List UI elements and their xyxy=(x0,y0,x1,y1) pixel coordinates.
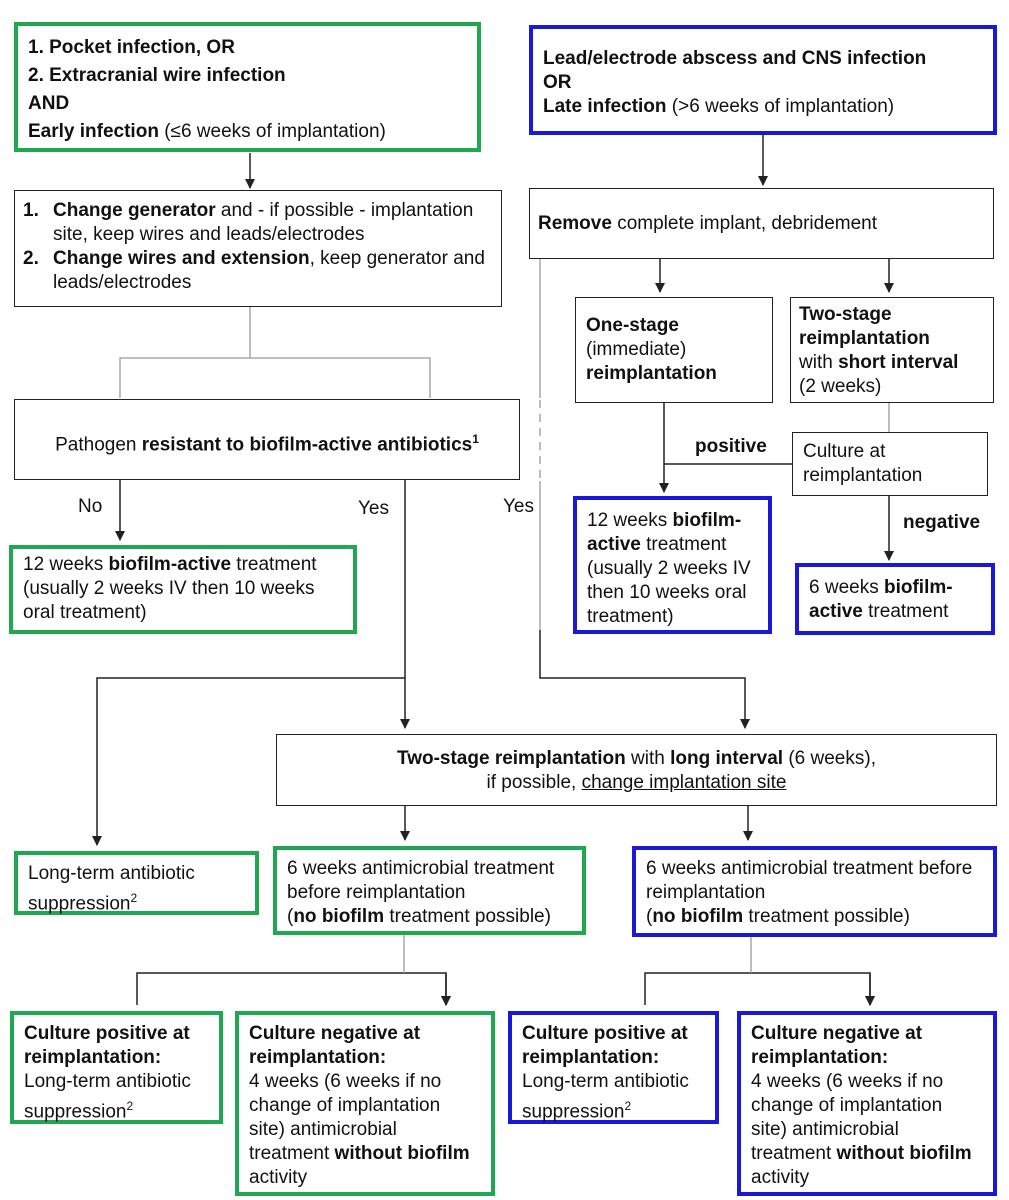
anti-green-bold: no biofilm xyxy=(293,906,385,927)
anti-blue-line1: 6 weeks antimicrobial treatment before r… xyxy=(646,858,973,903)
gray-line-change-to-pathogen xyxy=(119,307,251,398)
pathogen-bold: resistant to biofilm-active antibiotics xyxy=(141,434,473,456)
tw-green-pre: 12 weeks xyxy=(23,554,109,575)
six-weeks-antimicrobial-blue-box: 6 weeks antimicrobial treatment before r… xyxy=(632,846,997,937)
neg-green-bold2: without biofilm xyxy=(334,1143,470,1164)
two-stage-short-bold2: short interval xyxy=(838,352,959,373)
early-line1: 1. Pocket infection, OR xyxy=(28,37,235,58)
neg-green-post: activity xyxy=(249,1167,308,1188)
pathogen-footnote: 1 xyxy=(472,432,479,446)
late-line2: OR xyxy=(543,72,572,93)
neg-blue-bold: Culture negative at reimplantation: xyxy=(751,1023,923,1068)
culture-negative-green-box: Culture negative at reimplantation: 4 we… xyxy=(235,1011,495,1196)
two-stage-short-bold1: Two-stage reimplantation xyxy=(799,304,930,349)
change-item2-rest: , keep generator and leads/electrodes xyxy=(53,248,485,293)
tw-blue-pre: 12 weeks xyxy=(587,510,673,531)
late-line3-bold: Late infection xyxy=(543,96,667,117)
twelve-weeks-biofilm-green-box: 12 weeks biofilm-active treatment (usual… xyxy=(9,545,357,634)
anti-blue-close: treatment possible) xyxy=(743,906,910,927)
tw-blue-post: treatment (usually 2 weeks IV then 10 we… xyxy=(587,534,751,627)
label-yes-2: Yes xyxy=(503,496,534,517)
label-negative: negative xyxy=(903,512,981,533)
culture-negative-blue-box: Culture negative at reimplantation: 4 we… xyxy=(737,1011,997,1196)
two-stage-long-mid: with xyxy=(625,748,671,769)
two-stage-long-post: (6 weeks), xyxy=(783,748,876,769)
suppression-footnote: 2 xyxy=(130,891,138,905)
neg-blue-post: activity xyxy=(751,1167,810,1188)
change-item1-rest: and - if possible - implantation site, k… xyxy=(53,200,474,245)
culture-positive-green-box: Culture positive at reimplantation: Long… xyxy=(10,1011,223,1124)
early-line4-rest: (≤6 weeks of implantation) xyxy=(158,121,386,142)
tw-green-post: treatment (usually 2 weeks IV then 10 we… xyxy=(23,554,317,623)
change-item2-bold: Change wires and extension xyxy=(53,248,310,269)
two-stage-long-bold1: Two-stage reimplantation xyxy=(397,748,626,769)
two-stage-long-bold2: long interval xyxy=(670,748,784,769)
neg-blue-text: 4 weeks (6 weeks if no change of implant… xyxy=(751,1071,944,1164)
late-infection-box: Lead/electrode abscess and CNS infection… xyxy=(529,25,997,135)
pos-green-footnote: 2 xyxy=(126,1099,134,1113)
label-yes-1: Yes xyxy=(358,498,389,519)
six-weeks-biofilm-blue-box: 6 weeks biofilm-active treatment xyxy=(795,563,995,635)
arrow-green-6w-split xyxy=(136,972,451,1006)
anti-green-close: treatment possible) xyxy=(384,906,551,927)
label-no: No xyxy=(78,496,103,517)
pathogen-pre: Pathogen xyxy=(55,434,142,456)
tw-green-bold: biofilm-active xyxy=(108,554,232,575)
change-item1-num: 1. xyxy=(23,200,39,221)
two-stage-long-line2-underline: change implantation site xyxy=(581,772,787,793)
two-stage-short-pre: with xyxy=(799,352,839,373)
suppression-text: Long-term antibiotic suppression xyxy=(28,863,195,915)
culture-positive-blue-box: Culture positive at reimplantation: Long… xyxy=(508,1011,719,1124)
gray-line-change-to-pathogen-right xyxy=(250,357,431,398)
anti-blue-open: ( xyxy=(646,906,653,927)
pos-green-text: Long-term antibiotic suppression xyxy=(24,1071,191,1123)
culture-reimplantation-box: Culture at reimplantation xyxy=(792,432,988,496)
two-stage-short-post: (2 weeks) xyxy=(799,376,882,397)
one-stage-mid: (immediate) xyxy=(586,339,687,360)
anti-blue-bold: no biofilm xyxy=(652,906,744,927)
remove-rest: complete implant, debridement xyxy=(611,213,878,234)
arrow-blue-6w-split xyxy=(644,972,875,1006)
label-positive: positive xyxy=(695,436,767,457)
remove-implant-box: Remove complete implant, debridement xyxy=(529,188,994,259)
one-stage-bold1: One-stage xyxy=(586,315,679,336)
neg-blue-bold2: without biofilm xyxy=(836,1143,972,1164)
two-stage-short-box: Two-stage reimplantation with short inte… xyxy=(790,297,994,403)
early-infection-box: 1. Pocket infection, OR 2. Extracranial … xyxy=(14,22,481,152)
one-stage-box: One-stage (immediate) reimplantation xyxy=(575,297,773,403)
change-item2-num: 2. xyxy=(23,248,39,269)
neg-green-text: 4 weeks (6 weeks if no change of implant… xyxy=(249,1071,442,1164)
six-weeks-antimicrobial-green-box: 6 weeks antimicrobial treatment before r… xyxy=(273,846,586,935)
early-line2: 2. Extracranial wire infection xyxy=(28,65,286,86)
change-item1-bold: Change generator xyxy=(53,200,216,221)
six-blue-bold: biofilm-active xyxy=(809,577,953,622)
twelve-weeks-biofilm-blue-box: 12 weeks biofilm-active treatment (usual… xyxy=(573,496,772,634)
tw-blue-bold: biofilm-active xyxy=(587,510,742,555)
six-blue-post: treatment xyxy=(862,601,949,622)
two-stage-long-line2-pre: if possible, xyxy=(486,772,582,793)
anti-green-line1: 6 weeks antimicrobial treatment before r… xyxy=(287,858,555,903)
anti-green-open: ( xyxy=(287,906,294,927)
arrow-yes2-path xyxy=(539,630,750,729)
one-stage-bold2: reimplantation xyxy=(586,363,717,384)
early-line3: AND xyxy=(28,93,70,114)
arrow-yes-path xyxy=(92,480,406,846)
late-line3-rest: (>6 weeks of implantation) xyxy=(666,96,895,117)
pos-blue-bold: Culture positive at reimplantation: xyxy=(522,1023,688,1068)
six-blue-pre: 6 weeks xyxy=(809,577,884,598)
change-options-box: 1. Change generator and - if possible - … xyxy=(14,190,502,307)
pos-blue-text: Long-term antibiotic suppression xyxy=(522,1071,689,1123)
pos-green-bold: Culture positive at reimplantation: xyxy=(24,1023,190,1068)
pathogen-resistant-box: Pathogen resistant to biofilm-active ant… xyxy=(14,399,520,480)
early-line4-bold: Early infection xyxy=(28,121,159,142)
long-term-suppression-box: Long-term antibiotic suppression2 xyxy=(14,851,259,915)
neg-green-bold: Culture negative at reimplantation: xyxy=(249,1023,421,1068)
two-stage-long-box: Two-stage reimplantation with long inter… xyxy=(276,734,997,806)
late-line1: Lead/electrode abscess and CNS infection xyxy=(543,48,927,69)
culture-reimplantation-text: Culture at reimplantation xyxy=(803,441,923,486)
remove-bold: Remove xyxy=(538,213,612,234)
pos-blue-footnote: 2 xyxy=(624,1099,632,1113)
